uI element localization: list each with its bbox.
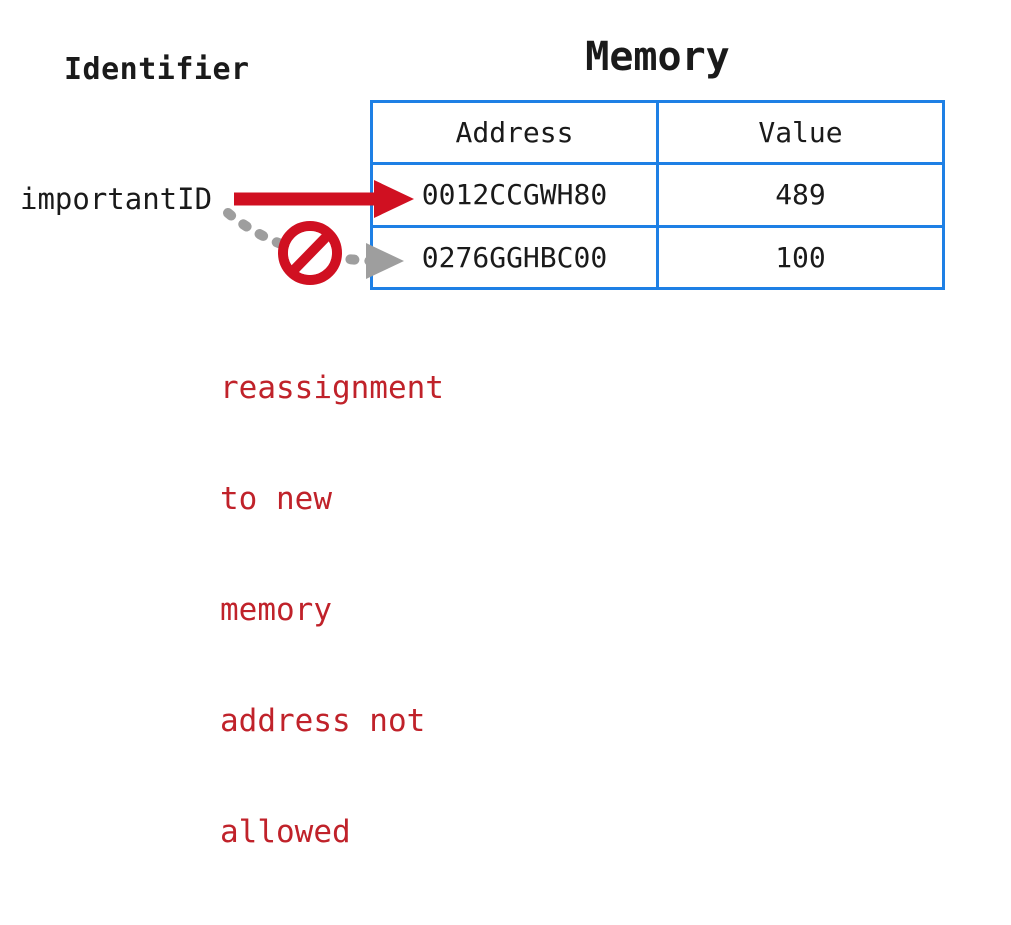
table-row-1-value: 100: [659, 227, 942, 287]
annotation-line: allowed: [220, 814, 351, 850]
table-header-address: Address: [373, 103, 656, 163]
table-header-value: Value: [659, 103, 942, 163]
reassignment-annotation: reassignment to new memory address not a…: [220, 296, 444, 925]
annotation-line: reassignment: [220, 370, 444, 406]
memory-section-title: Memory: [585, 34, 730, 80]
no-entry-icon: [278, 221, 342, 285]
identifier-section-title: Identifier: [64, 52, 250, 87]
table-row-1-address: 0276GGHBC00: [373, 227, 656, 287]
memory-diagram: Identifier Memory Address Value 0012CCGW…: [20, 34, 945, 850]
memory-table: Address Value 0012CCGWH80 489 0276GGHBC0…: [370, 100, 945, 290]
annotation-line: memory: [220, 592, 332, 628]
table-row-0-address: 0012CCGWH80: [373, 165, 656, 225]
annotation-line: address not: [220, 703, 426, 739]
identifier-name-label: importantID: [20, 182, 213, 216]
table-row-0-value: 489: [659, 165, 942, 225]
